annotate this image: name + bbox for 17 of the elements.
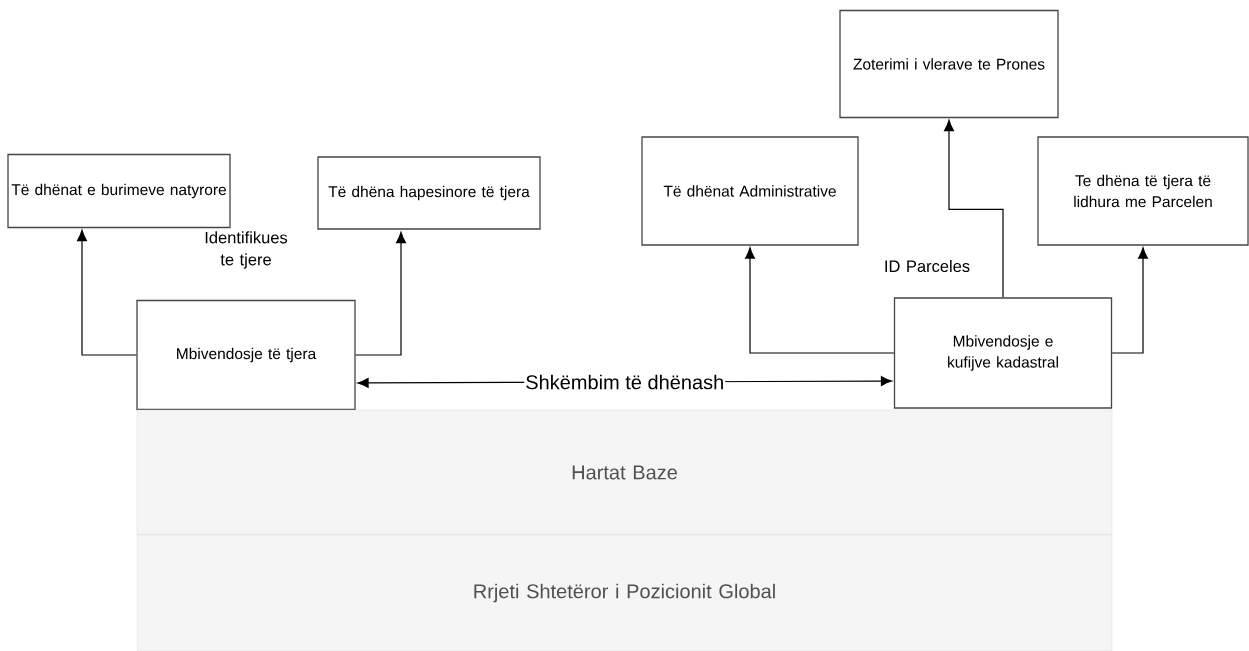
arrow [944, 119, 1004, 298]
process-box: Të dhëna hapesinore të tjera [317, 156, 541, 230]
edge-label: Shkëmbim të dhënash [524, 373, 726, 391]
layer-band: Rrjeti Shtetëror i Pozicionit Global [136, 534, 1113, 651]
layer-band: Hartat Baze [136, 409, 1113, 536]
process-box: Zoterimi i vlerave te Prones [839, 9, 1059, 119]
process-box: Mbivendosje të tjera [136, 299, 356, 411]
arrow [1111, 247, 1148, 354]
annotation-text: ID Parceles [885, 259, 970, 273]
process-box: Të dhënat Administrative [641, 136, 859, 246]
process-box: Të dhënat e burimeve natyrore [7, 153, 231, 229]
process-box: Mbivendosje e kufijve kadastral [893, 297, 1113, 409]
annotation-text: Identifikues te tjere [205, 231, 288, 269]
arrow [745, 247, 895, 354]
arrow [77, 229, 137, 356]
process-box: Te dhëna të tjera të lidhura me Parcelen [1037, 136, 1249, 246]
arrow [355, 231, 406, 356]
